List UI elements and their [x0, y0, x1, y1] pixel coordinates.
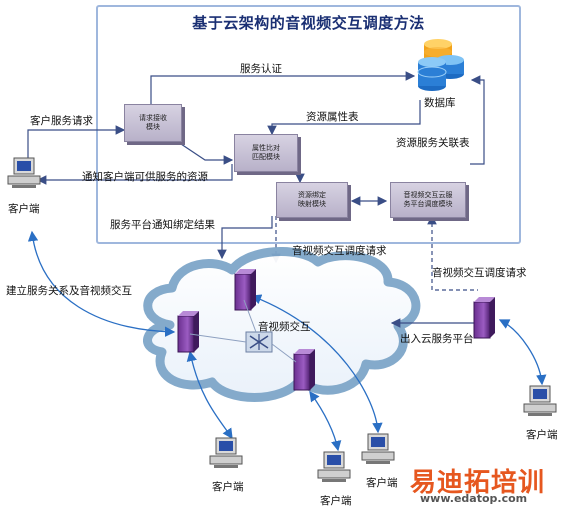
label-client-request: 客户服务请求	[30, 115, 93, 127]
label-platform-notify: 服务平台通知绑定结果	[110, 219, 215, 231]
arrow-notify-client	[36, 164, 233, 185]
arrow-client-request	[27, 125, 126, 168]
arrow-av-request-2	[427, 214, 478, 291]
arrow-av-cloud-right	[250, 294, 383, 434]
label-resource-attr-table: 资源属性表	[306, 111, 359, 123]
client-computer-icon	[361, 433, 395, 464]
server-icon	[177, 311, 199, 353]
label-service-auth: 服务认证	[240, 63, 282, 75]
label-client: 客户端	[526, 429, 558, 441]
av-platform-dispatch-module: 音视频交互云服 务平台调度模块	[390, 182, 466, 218]
arrow-resource-service	[470, 75, 485, 165]
label-av-interaction: 音视频交互	[258, 321, 311, 333]
watermark-url: www.edatop.com	[420, 492, 528, 505]
label-client: 客户端	[8, 203, 40, 215]
arrow-av-cloud-mid	[309, 390, 342, 452]
switch-icon	[245, 331, 273, 353]
arrow-request-to-match	[177, 141, 234, 165]
arrow-av-cloud-left	[186, 350, 233, 440]
server-icon	[234, 269, 256, 311]
watermark-logo-text: 易迪拓培训	[410, 468, 546, 498]
client-computer-icon	[7, 157, 41, 188]
server-icon	[293, 349, 315, 391]
diagram-title: 基于云架构的音视频交互调度方法	[192, 14, 425, 32]
label-database: 数据库	[424, 97, 456, 109]
arrow-establish-relation	[27, 230, 176, 337]
label-av-dispatch-request-1: 音视频交互调度请求	[292, 245, 387, 257]
label-in-out-platform: 出入云服务平台	[400, 333, 474, 345]
client-computer-icon	[523, 385, 557, 416]
resource-binding-module: 资源绑定 映射模块	[276, 182, 348, 218]
database-icon	[417, 39, 464, 91]
arrow-service-auth	[150, 71, 416, 104]
arrow-right-client	[498, 319, 547, 386]
request-receive-module: 请求接收 模块	[124, 104, 182, 142]
server-icon	[473, 297, 495, 339]
attribute-match-module: 属性比对 匹配模块	[234, 134, 298, 172]
client-computer-icon	[317, 451, 351, 482]
label-client: 客户端	[366, 477, 398, 489]
label-notify-client: 通知客户端可供服务的资源	[82, 171, 208, 183]
label-resource-service-table: 资源服务关联表	[396, 137, 470, 149]
label-establish-relation: 建立服务关系及音视频交互	[6, 285, 132, 297]
client-computer-icon	[209, 437, 243, 468]
label-av-dispatch-request-2: 音视频交互调度请求	[432, 267, 527, 279]
label-client: 客户端	[320, 495, 352, 507]
platform-frame	[96, 5, 521, 244]
label-client: 客户端	[212, 481, 244, 493]
arrow-platform-notify	[217, 216, 273, 260]
arrow-resource-attr	[267, 100, 421, 136]
